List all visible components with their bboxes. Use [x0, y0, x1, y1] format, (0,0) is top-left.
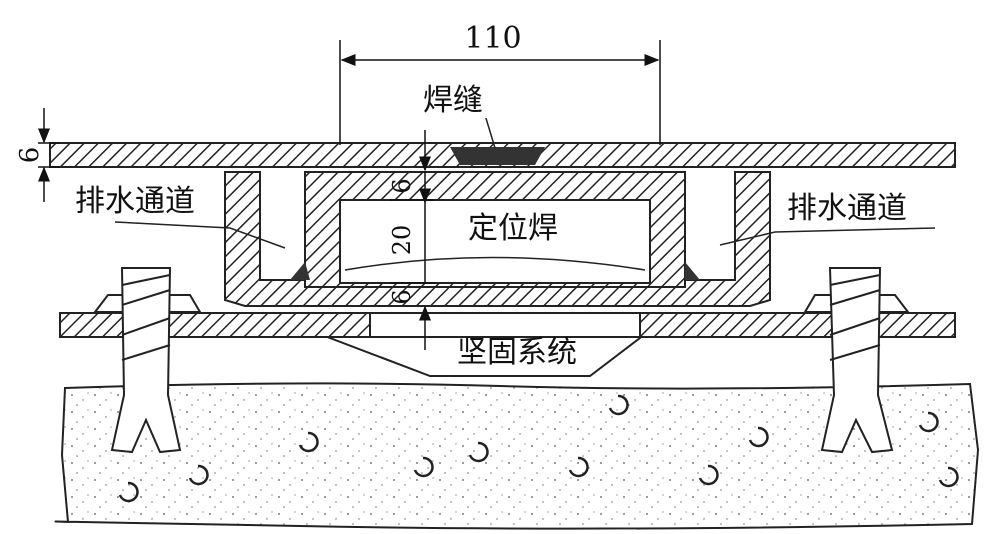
- dimension-inner-height-label: 20: [388, 225, 416, 256]
- anchor-bolt-right: [803, 267, 911, 454]
- dimension-110-label: 110: [464, 21, 521, 56]
- outer-channel: [224, 171, 771, 307]
- concrete-base: [54, 382, 980, 530]
- anchor-bolt-left: [92, 267, 202, 454]
- tack-weld-label: 定位焊: [468, 211, 558, 246]
- dimension-inner: [390, 130, 435, 350]
- dimension-inner-top-label: 6: [388, 178, 416, 193]
- tack-weld-left: [290, 262, 310, 280]
- drainage-channel-left-label: 排水通道: [75, 184, 195, 219]
- dimension-top-plate: [38, 108, 60, 202]
- leader-lines: [114, 114, 936, 249]
- concrete-aggregate: [118, 394, 959, 503]
- fastening-system-label: 坚固系统: [457, 335, 577, 370]
- drainage-channel-right-label: 排水通道: [787, 191, 907, 226]
- weld-label: 焊缝: [423, 83, 483, 118]
- dimension-110: [339, 40, 661, 145]
- dimension-inner-bottom-label: 6: [388, 289, 416, 304]
- tack-weld-right: [685, 262, 700, 280]
- weld-seam: [450, 147, 545, 165]
- dimension-top-plate-label: 6: [15, 147, 45, 164]
